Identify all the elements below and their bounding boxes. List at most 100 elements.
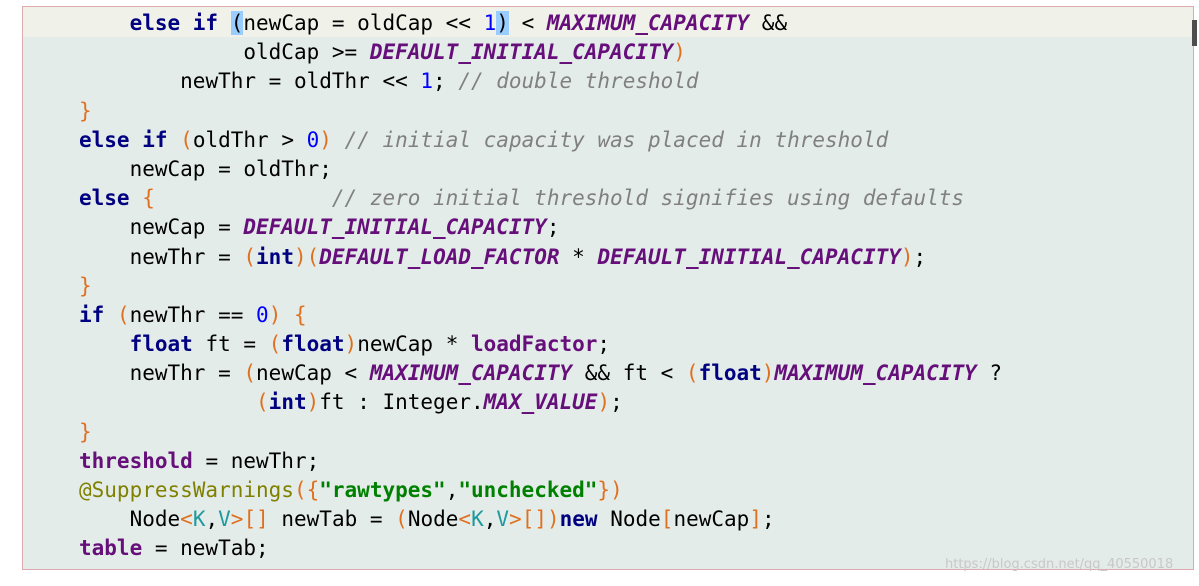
code-token: ( (243, 244, 257, 269)
line-indent (79, 40, 243, 64)
code-token: // double threshold (458, 69, 699, 94)
code-token: && (749, 11, 788, 35)
code-token: K (192, 507, 206, 532)
code-token: ; (597, 332, 611, 357)
code-token: ( (685, 361, 699, 386)
code-token: float (129, 332, 193, 357)
code-token: ( (293, 478, 307, 502)
code-token: 0 (256, 302, 269, 327)
code-token: ) (496, 11, 509, 35)
code-token: [] (243, 507, 269, 532)
code-token: } (79, 98, 92, 123)
code-line[interactable]: oldCap >= DEFAULT_INITIAL_CAPACITY) (79, 38, 1002, 67)
code-token: ) (546, 507, 560, 532)
code-token: MAXIMUM_CAPACITY (774, 361, 977, 386)
code-token: ) (597, 390, 611, 415)
code-token: "rawtypes" (319, 478, 446, 502)
code-block[interactable]: else if (newCap = oldCap << 1) < MAXIMUM… (79, 9, 1002, 564)
code-line[interactable]: } (79, 272, 1002, 301)
code-line[interactable]: else if (newCap = oldCap << 1) < MAXIMUM… (79, 9, 1002, 38)
line-indent (79, 361, 130, 385)
code-token: , (445, 478, 459, 502)
code-line[interactable]: Node<K,V>[] newTab = (Node<K,V>[])new No… (79, 505, 1002, 534)
code-line[interactable]: newThr = (newCap < MAXIMUM_CAPACITY && f… (79, 359, 1002, 388)
code-token: < (180, 507, 193, 532)
code-token: if (79, 302, 117, 327)
code-token: { (142, 186, 155, 211)
code-token (332, 128, 345, 152)
code-token: ) (610, 478, 623, 502)
code-token: DEFAULT_INITIAL_CAPACITY (369, 40, 674, 65)
code-token: > (230, 507, 244, 532)
code-line[interactable]: else { // zero initial threshold signifi… (79, 184, 1002, 213)
code-token: newCap (673, 507, 750, 532)
code-token: DEFAULT_LOAD_FACTOR (319, 244, 560, 269)
code-editor[interactable]: else if (newCap = oldCap << 1) < MAXIMUM… (22, 6, 1194, 570)
code-line[interactable]: newCap = DEFAULT_INITIAL_CAPACITY; (79, 213, 1002, 242)
watermark-text: https://blog.csdn.net/qq_40550018 (945, 557, 1174, 572)
code-token: Node (129, 507, 181, 532)
code-token: table (79, 536, 143, 561)
code-token: "unchecked" (458, 478, 598, 502)
line-indent (79, 390, 256, 414)
code-line[interactable]: newThr = (int)(DEFAULT_LOAD_FACTOR * DEF… (79, 243, 1002, 272)
code-token: } (79, 419, 92, 444)
code-line[interactable]: if (newThr == 0) { (79, 301, 1002, 330)
code-token: else (79, 186, 143, 211)
code-token: ; (913, 244, 927, 269)
code-token: threshold (79, 448, 193, 473)
code-token: // zero initial threshold signifies usin… (331, 186, 965, 211)
code-token: DEFAULT_INITIAL_CAPACITY (597, 244, 901, 269)
code-token: ) (319, 127, 332, 152)
code-token: MAXIMUM_CAPACITY (369, 361, 573, 386)
code-token: 1 (420, 69, 434, 94)
code-line[interactable]: else if (oldThr > 0) // initial capacity… (79, 126, 1002, 155)
code-line[interactable]: } (79, 97, 1002, 126)
current-line-highlight (23, 7, 1193, 37)
code-line[interactable]: table = newTab; (79, 534, 1002, 563)
code-token: else if (79, 127, 181, 152)
code-token: , (483, 507, 497, 532)
code-line[interactable]: float ft = (float)newCap * loadFactor; (79, 330, 1002, 359)
code-token: 1 (483, 11, 497, 35)
code-token: Node (597, 507, 661, 532)
line-indent (79, 215, 130, 239)
code-token: DEFAULT_INITIAL_CAPACITY (243, 215, 547, 240)
code-line[interactable]: } (79, 418, 1002, 447)
line-indent (79, 69, 180, 93)
code-token: else if (129, 11, 231, 35)
code-token: ) (293, 244, 307, 269)
code-token: ? (976, 361, 1003, 386)
code-line[interactable]: newCap = oldThr; (79, 155, 1002, 184)
code-token: ft = (192, 332, 269, 357)
code-token: K (471, 507, 484, 532)
code-line[interactable]: (int)ft : Integer.MAX_VALUE); (79, 388, 1002, 417)
code-token: ( (306, 244, 320, 269)
code-token: } (79, 273, 92, 298)
code-token: newThr = (129, 361, 244, 386)
code-token: Node (407, 507, 459, 532)
code-token: newCap * (357, 332, 471, 357)
scrollbar-marker[interactable] (1192, 20, 1197, 46)
line-indent (79, 157, 130, 181)
code-token: ; (433, 69, 459, 94)
code-token: newTab = (268, 507, 396, 532)
code-line[interactable]: @SuppressWarnings({"rawtypes","unchecked… (79, 476, 1002, 505)
code-token: [ (660, 507, 674, 532)
code-token: oldThr > (192, 127, 307, 152)
code-token: ( (116, 302, 130, 327)
code-line[interactable]: threshold = newThr; (79, 447, 1002, 476)
code-token: } (597, 478, 611, 502)
code-token: ) (344, 332, 358, 357)
code-line[interactable]: newThr = oldThr << 1; // double threshol… (79, 67, 1002, 96)
line-indent (79, 245, 130, 269)
code-token: MAX_VALUE (483, 390, 598, 415)
code-token: ) (900, 244, 914, 269)
code-token: < (458, 507, 472, 532)
code-token: ; (610, 390, 623, 415)
code-token: { (294, 302, 307, 327)
code-token: && ft < (572, 361, 686, 386)
code-token: = newThr; (192, 448, 320, 473)
code-token: int (268, 390, 307, 415)
code-token: float (281, 332, 345, 357)
